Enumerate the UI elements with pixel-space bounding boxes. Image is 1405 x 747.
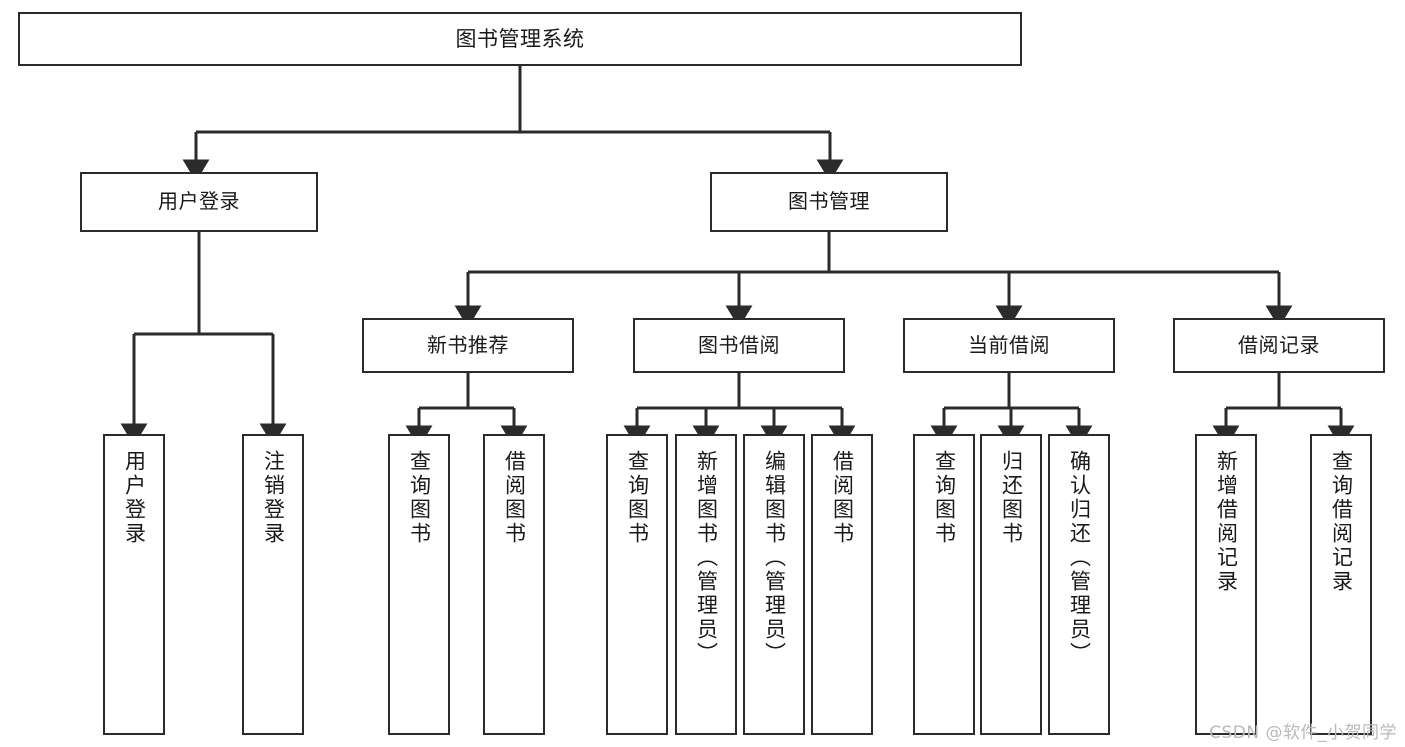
node-leaf-edit-book-admin-label: 编辑图书（管理员） <box>762 450 787 666</box>
node-book-manage[interactable]: 图书管理 <box>710 172 948 232</box>
node-leaf-add-borrow-record[interactable]: 新增借阅记录 <box>1195 434 1257 735</box>
node-leaf-return-book[interactable]: 归还图书 <box>980 434 1042 735</box>
node-leaf-query-book-2-label: 查询图书 <box>625 450 650 546</box>
node-leaf-borrow-book-1[interactable]: 借阅图书 <box>483 434 545 735</box>
node-leaf-borrow-book-2-label: 借阅图书 <box>830 450 855 546</box>
node-leaf-query-book-2[interactable]: 查询图书 <box>606 434 668 735</box>
node-leaf-edit-book-admin[interactable]: 编辑图书（管理员） <box>743 434 805 735</box>
node-root-system-label: 图书管理系统 <box>455 26 585 51</box>
node-leaf-query-borrow-record-label: 查询借阅记录 <box>1329 450 1354 594</box>
node-leaf-query-book-3[interactable]: 查询图书 <box>913 434 975 735</box>
node-book-borrow-label: 图书借阅 <box>698 332 780 357</box>
node-leaf-add-borrow-record-label: 新增借阅记录 <box>1214 450 1239 594</box>
node-root-system[interactable]: 图书管理系统 <box>18 12 1022 66</box>
node-new-book-recommend-label: 新书推荐 <box>427 332 509 357</box>
node-leaf-add-book-admin-label: 新增图书（管理员） <box>694 450 719 666</box>
node-current-borrow-label: 当前借阅 <box>968 332 1050 357</box>
node-leaf-query-book-3-label: 查询图书 <box>932 450 957 546</box>
node-borrow-record-label: 借阅记录 <box>1238 332 1320 357</box>
node-user-login-label: 用户登录 <box>158 189 240 214</box>
node-leaf-confirm-return-admin-label: 确认归还（管理员） <box>1067 450 1092 666</box>
node-current-borrow[interactable]: 当前借阅 <box>903 318 1115 373</box>
node-borrow-record[interactable]: 借阅记录 <box>1173 318 1385 373</box>
node-book-borrow[interactable]: 图书借阅 <box>633 318 845 373</box>
node-leaf-return-book-label: 归还图书 <box>999 450 1024 546</box>
node-leaf-logout-login-label: 注销登录 <box>261 450 286 546</box>
node-leaf-user-login[interactable]: 用户登录 <box>103 434 165 735</box>
node-user-login[interactable]: 用户登录 <box>80 172 318 232</box>
node-leaf-query-book-1-label: 查询图书 <box>407 450 432 546</box>
node-leaf-add-book-admin[interactable]: 新增图书（管理员） <box>675 434 737 735</box>
node-new-book-recommend[interactable]: 新书推荐 <box>362 318 574 373</box>
node-book-manage-label: 图书管理 <box>788 189 870 214</box>
node-leaf-query-book-1[interactable]: 查询图书 <box>388 434 450 735</box>
node-leaf-borrow-book-2[interactable]: 借阅图书 <box>811 434 873 735</box>
node-leaf-borrow-book-1-label: 借阅图书 <box>502 450 527 546</box>
node-leaf-user-login-label: 用户登录 <box>122 450 147 546</box>
node-leaf-confirm-return-admin[interactable]: 确认归还（管理员） <box>1048 434 1110 735</box>
node-leaf-query-borrow-record[interactable]: 查询借阅记录 <box>1310 434 1372 735</box>
node-leaf-logout-login[interactable]: 注销登录 <box>242 434 304 735</box>
